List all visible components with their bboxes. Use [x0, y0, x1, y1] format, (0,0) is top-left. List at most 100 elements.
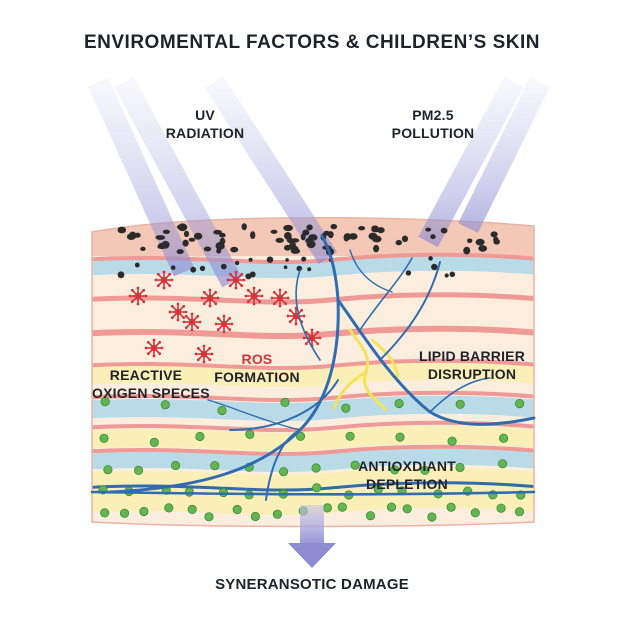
- ros-star-tip: [202, 360, 206, 364]
- ros-stars: [128, 270, 322, 364]
- blood-vessel: [349, 249, 393, 293]
- ros-formation-label: ROS FORMATION: [212, 350, 302, 386]
- skin-layer-stripe: [92, 444, 534, 456]
- skin-layer-stripe: [92, 425, 534, 451]
- ros-star-tip: [304, 342, 308, 346]
- ros-label-line2: FORMATION: [214, 369, 300, 385]
- pollution-particle: [425, 227, 432, 232]
- ros-star-tip: [144, 294, 148, 298]
- pollution-particle: [428, 256, 433, 261]
- ros-star-tip: [228, 316, 232, 320]
- ros-star-tip: [258, 288, 262, 292]
- blood-vessel: [265, 429, 301, 501]
- antioxidant-dot: [280, 397, 290, 407]
- antioxidant-dot: [134, 465, 144, 475]
- pollution-particle: [250, 231, 256, 240]
- ros-star: [244, 286, 264, 306]
- ros-star-tip: [130, 300, 134, 304]
- antioxidant-dot: [341, 403, 351, 413]
- blood-vessel: [429, 377, 491, 413]
- pollution-particle: [284, 232, 292, 240]
- pollution-particle: [308, 234, 318, 241]
- ros-star-tip: [152, 354, 156, 358]
- pollution-particle: [289, 238, 300, 243]
- antioxidant-dot: [514, 398, 525, 409]
- down-arrow: [288, 505, 336, 568]
- reactive-oxygen-label: REACTIVE OXIGEN SPECES: [92, 366, 210, 402]
- ros-star: [270, 288, 290, 308]
- skin-layer-stripe: [92, 325, 534, 339]
- blood-vessel: [108, 234, 340, 494]
- ros-star-tip: [168, 284, 172, 288]
- ros-star-tip: [286, 296, 290, 300]
- ros-star-tip: [214, 322, 218, 326]
- antioxidant-dot: [427, 512, 437, 522]
- pollution-particle: [285, 258, 289, 262]
- ros-star-tip: [244, 294, 248, 298]
- pollution-particle: [306, 240, 316, 249]
- pollution-particle: [431, 263, 438, 271]
- ros-star-tip: [208, 346, 212, 350]
- ros-star-tip: [194, 352, 198, 356]
- pollution-particle: [306, 224, 313, 231]
- ros-star-tip: [152, 338, 156, 342]
- ros-star-tip: [144, 346, 148, 350]
- antioxidant-dot: [470, 508, 480, 518]
- pollution-particle: [493, 239, 501, 245]
- ros-star-tip: [158, 340, 162, 344]
- antioxidant-dot: [232, 504, 242, 515]
- ros-star-tip: [228, 272, 232, 276]
- ros-star-tip: [184, 326, 188, 330]
- ros-star-tip: [128, 294, 132, 298]
- pollution-particle: [193, 232, 203, 240]
- ros-star-tip: [156, 272, 160, 276]
- ros-star-tip: [196, 314, 200, 318]
- antioxidant-dot: [390, 465, 400, 475]
- ros-label-line1: ROS: [241, 351, 273, 367]
- ros-star-tip: [158, 352, 162, 356]
- pollution-particle: [376, 227, 385, 234]
- ros-star: [226, 270, 246, 290]
- skin-layer-stripe: [92, 448, 534, 472]
- antioxidant-dot: [402, 504, 412, 514]
- pollution-particle: [117, 271, 125, 279]
- pollution-particle: [405, 270, 412, 276]
- ros-star-core: [150, 344, 158, 352]
- pollution-particle: [188, 237, 196, 242]
- antioxidant-dot: [295, 431, 306, 441]
- pollution-particle: [234, 260, 240, 266]
- antioxidant-dot: [217, 405, 227, 416]
- ros-star-tip: [182, 304, 186, 308]
- ros-star-core: [174, 308, 182, 316]
- ros-star-tip: [170, 304, 174, 308]
- pollution-particle: [330, 223, 338, 230]
- antioxidant-dot: [420, 465, 430, 475]
- antioxidant-dot: [311, 463, 321, 473]
- ros-star: [194, 344, 214, 364]
- light-beam: [114, 76, 242, 288]
- antioxidant-dot: [337, 502, 347, 512]
- ros-star-tip: [272, 290, 276, 294]
- antioxidant-dot: [100, 508, 110, 518]
- pollution-particle: [199, 265, 206, 272]
- ros-star-tip: [246, 288, 250, 292]
- ros-star-tip: [234, 286, 238, 290]
- ros-star-tip: [252, 302, 256, 306]
- ros-star-tip: [300, 308, 304, 312]
- pollution-particle: [444, 273, 449, 278]
- antioxidant-depletion-label: ANTIOXDIANT DEPLETION: [352, 457, 462, 493]
- ros-star-tip: [168, 272, 172, 276]
- pollution-particle: [343, 233, 349, 242]
- antioxidant-dot: [394, 398, 404, 409]
- pollution-particle: [176, 249, 184, 255]
- antioxidant-dot: [278, 467, 289, 477]
- antioxidant-dot: [496, 503, 506, 513]
- antioxidant-dot: [322, 503, 332, 513]
- ros-star-tip: [242, 278, 246, 282]
- pollution-particle: [170, 265, 176, 271]
- ros-star-tip: [176, 302, 180, 306]
- ros-star-tip: [302, 314, 306, 318]
- ros-star-tip: [200, 296, 204, 300]
- antioxidant-dot: [345, 431, 355, 441]
